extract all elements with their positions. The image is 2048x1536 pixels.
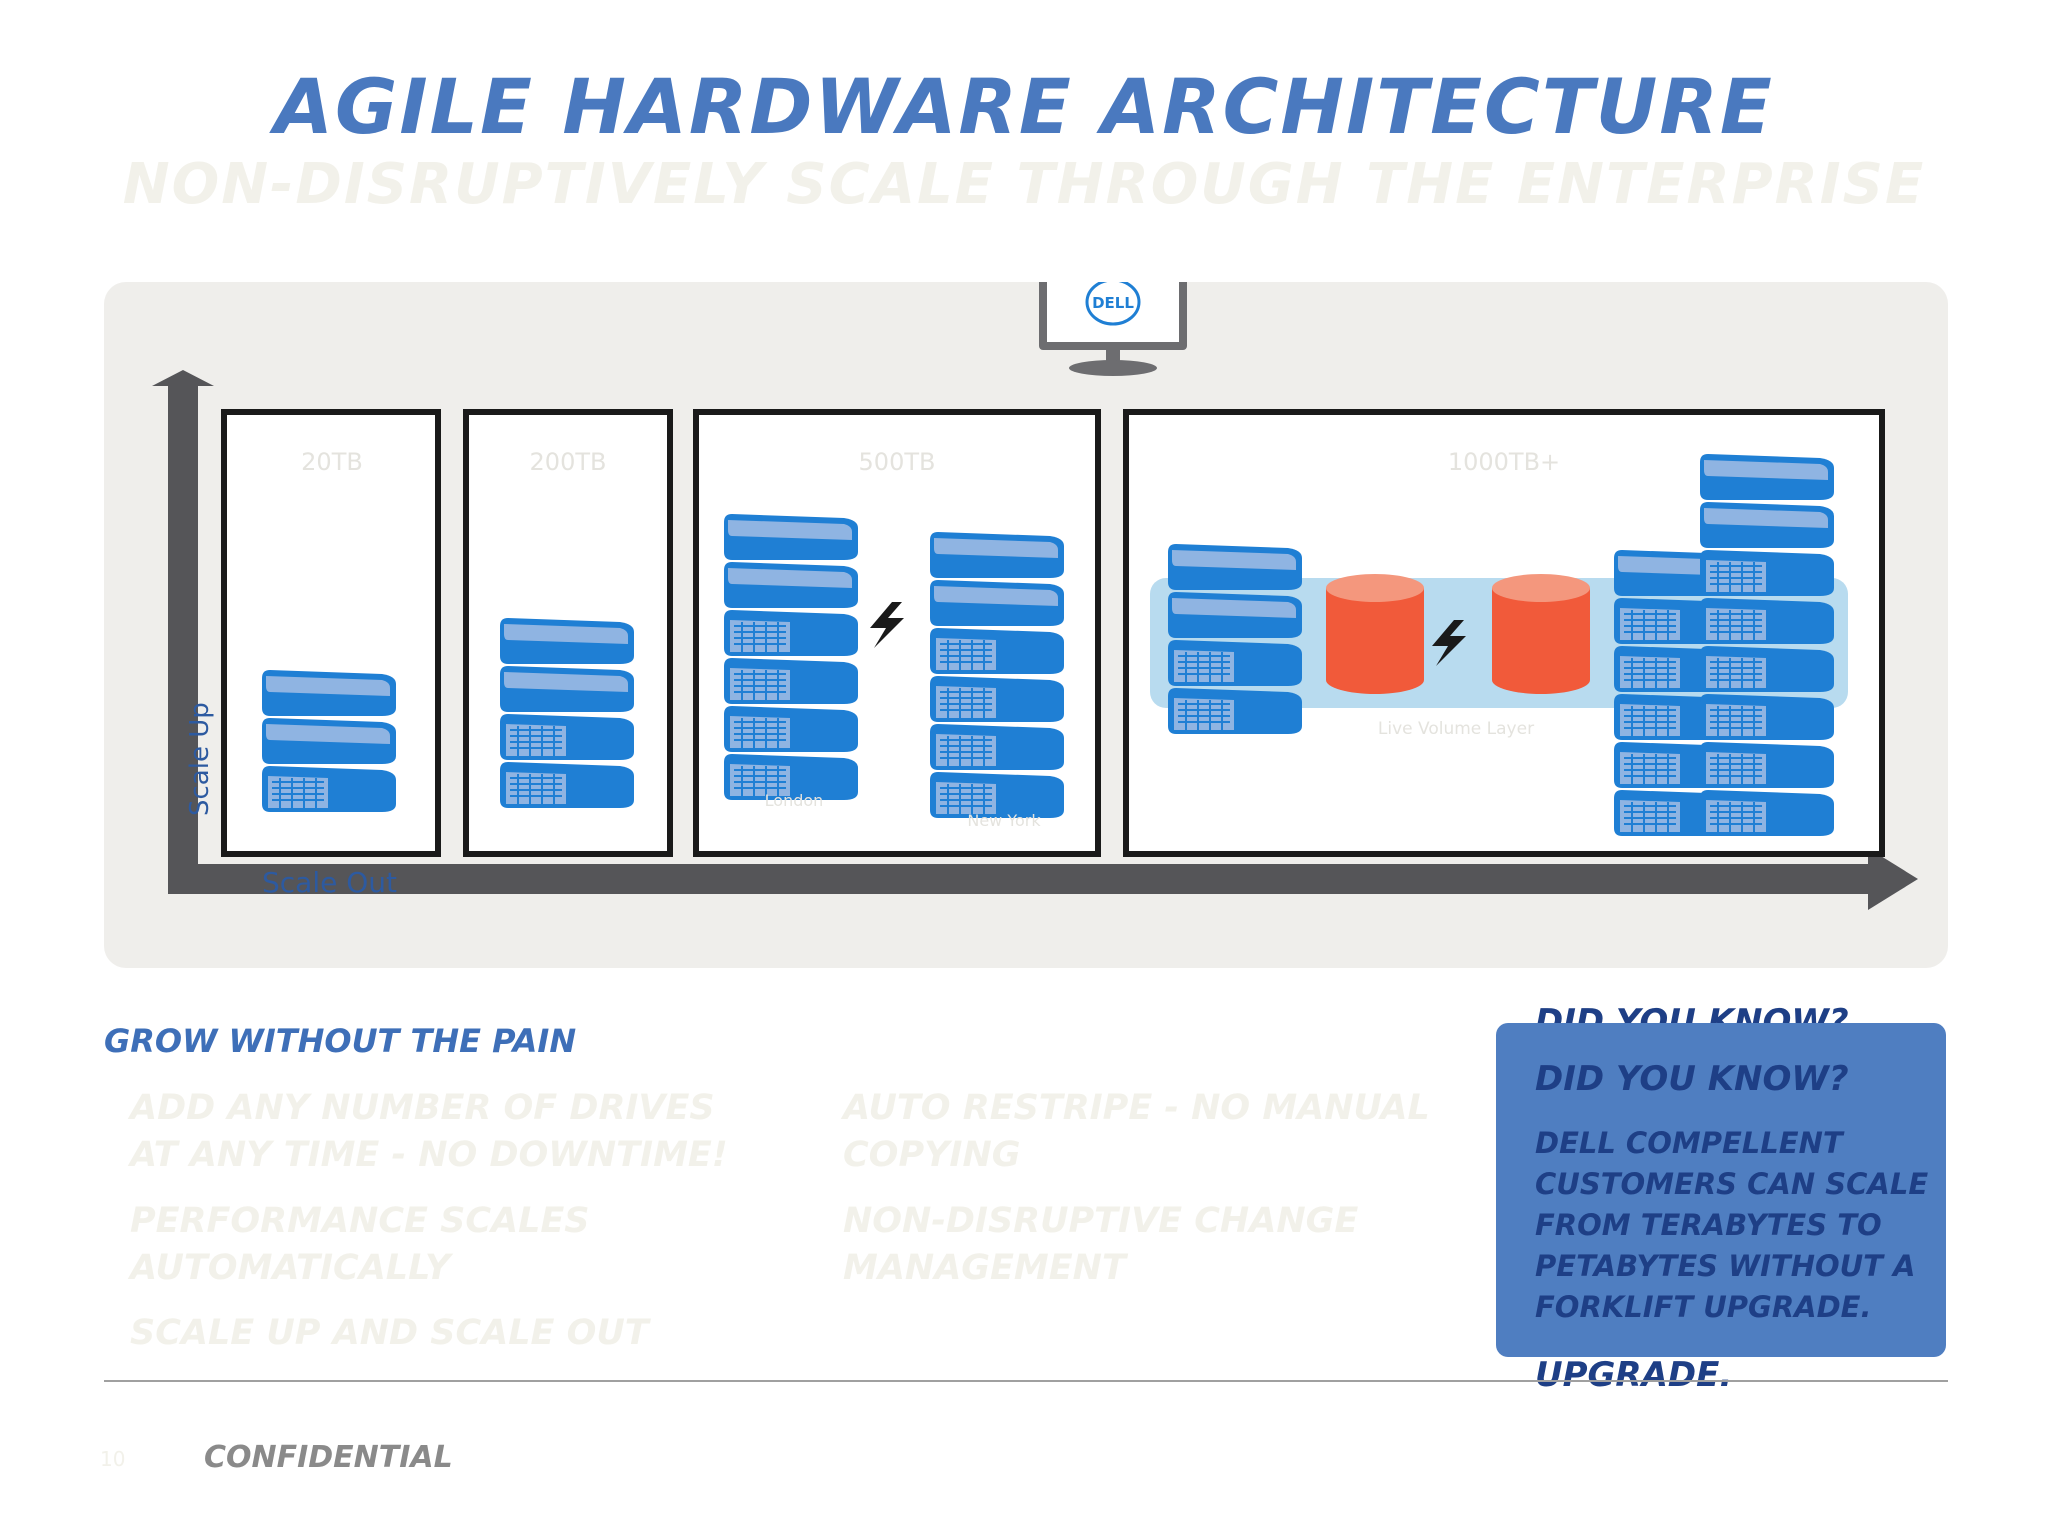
architecture-diagram-panel: DELL Scale Up Scale Out 20TB 200TB 500TB… [104, 282, 1948, 968]
database-icon [1492, 574, 1590, 694]
stage-capacity-label: 500TB [859, 448, 936, 476]
confidential-label: Confidential [204, 1440, 453, 1475]
benefit-item: Add any number of drives at any time - n… [130, 1088, 728, 1175]
did-you-know-callout: Did you know? Dell Compellent customers … [1496, 1023, 1946, 1357]
benefit-item: Auto restripe - no manual copying [843, 1088, 1430, 1175]
architecture-diagram: DELL Scale Up Scale Out 20TB 200TB 500TB… [152, 282, 1918, 910]
site-label-london: London [765, 791, 824, 810]
management-monitor-icon: DELL [1039, 282, 1187, 376]
replication-bolt-icon [870, 602, 904, 648]
page-title: Agile hardware architecture [274, 62, 1774, 151]
page-number: 10 [100, 1447, 126, 1471]
page-subtitle: Non-disruptively scale through the enter… [122, 152, 1926, 217]
replication-bolt-icon [1432, 620, 1466, 666]
benefit-item: Non-disruptive change management [843, 1201, 1359, 1288]
did-you-know-title: Did you know? [1535, 1059, 1849, 1099]
stage-capacity-label: 200TB [530, 448, 607, 476]
storage-array-icon [261, 670, 397, 813]
dell-logo: DELL [1092, 294, 1134, 312]
scale-up-axis [152, 370, 214, 894]
live-volume-layer-label: Live Volume Layer [1378, 719, 1534, 739]
did-you-know-overflow-text: upgrade. [1535, 1355, 1733, 1395]
did-you-know-title-echo: Did you know? [1535, 1002, 1849, 1024]
benefit-item: Performance scales automatically [130, 1201, 590, 1288]
y-axis-label: Scale Up [185, 702, 215, 816]
benefits-heading: Grow without the pain [104, 1022, 577, 1060]
did-you-know-body: Dell Compellent customers can scale from… [1535, 1126, 1929, 1324]
site-label-new-york: New York [967, 811, 1041, 830]
footer-divider [104, 1380, 1948, 1382]
stage-capacity-label: 1000TB+ [1448, 448, 1560, 476]
scale-out-axis [168, 848, 1918, 910]
database-icon [1326, 574, 1424, 694]
benefit-item: Scale up and scale out [130, 1313, 649, 1353]
stage-capacity-label: 20TB [301, 448, 363, 476]
x-axis-label: Scale Out [262, 866, 397, 899]
